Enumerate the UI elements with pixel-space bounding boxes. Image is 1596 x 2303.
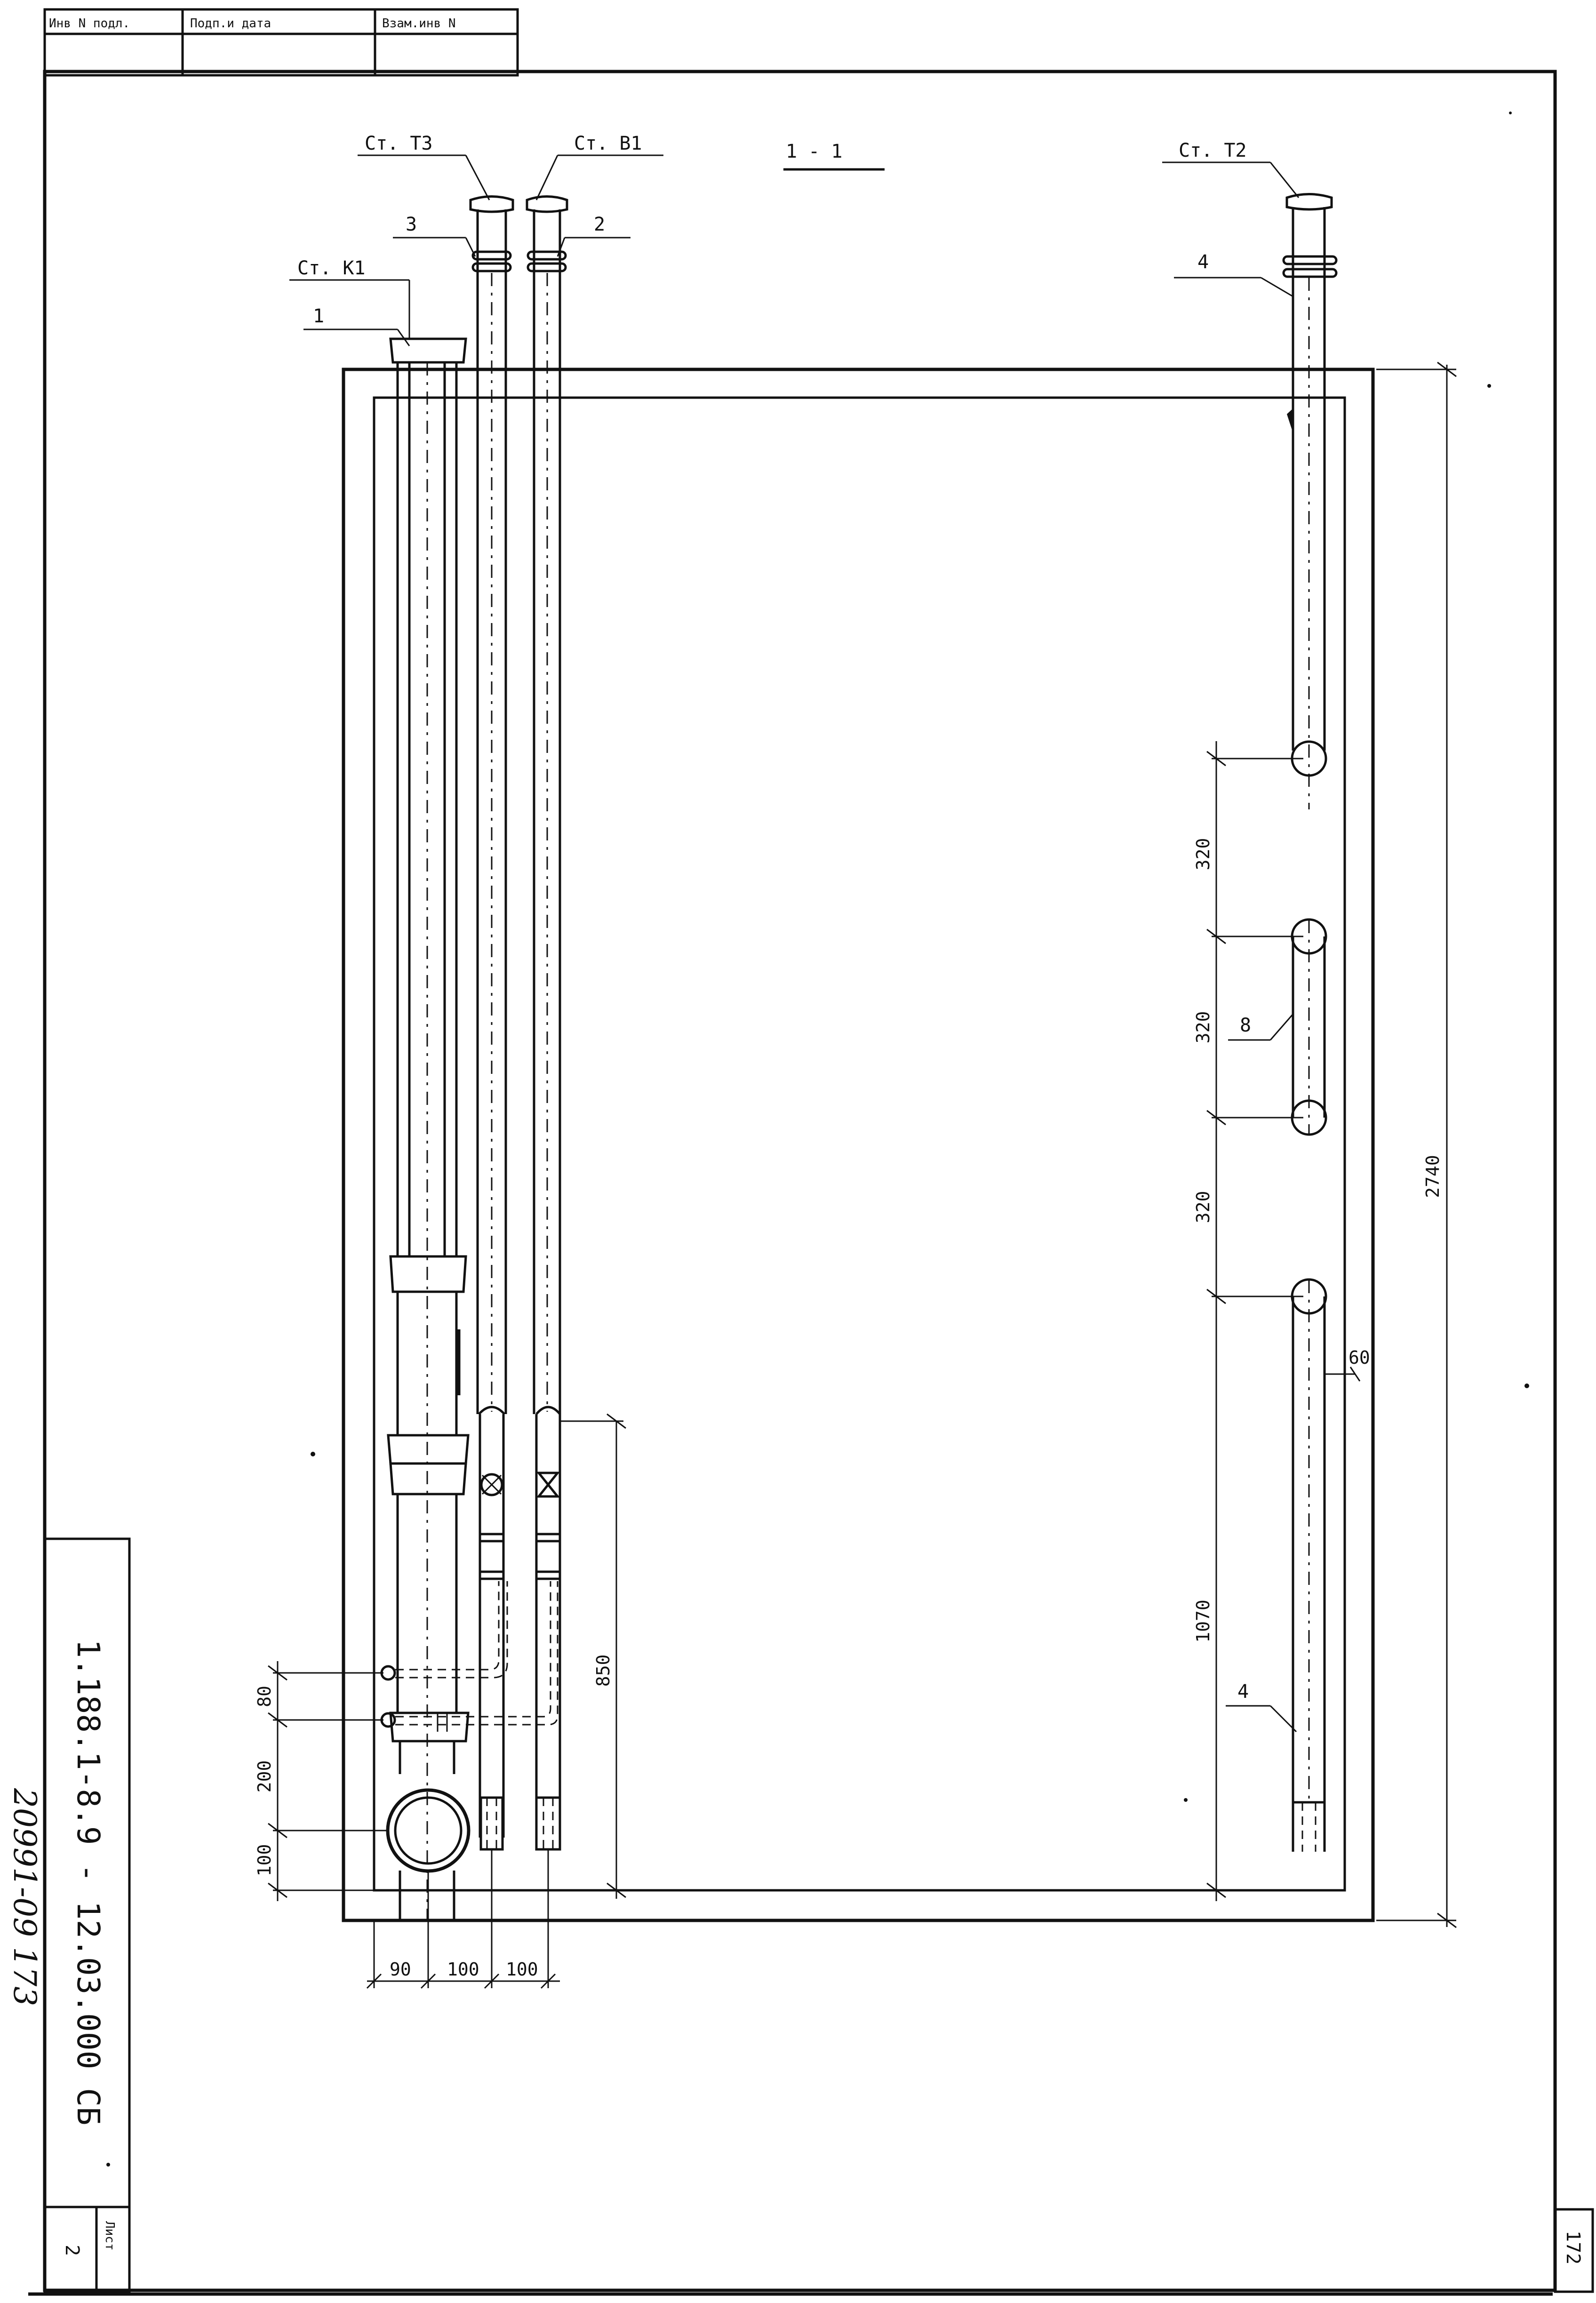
scan-specks [106, 112, 1529, 2167]
stamp-header-sign: Подп.и дата [190, 16, 271, 31]
riser-v1 [526, 195, 568, 1851]
dim-320-top: 320 [1193, 838, 1213, 871]
callout-pos-4-top: 4 [1197, 251, 1209, 273]
callout-st-t2: Ст. Т2 [1179, 140, 1247, 161]
pipe-8 [1291, 918, 1327, 1136]
dimension-chain-right: 320 320 320 1070 60 [1193, 741, 1370, 1901]
approval-stamp: Инв N подл. Подп.и дата Взам.инв N [43, 8, 519, 77]
stamp-header-inv: Инв N подл. [49, 16, 130, 31]
dim-200: 200 [254, 1760, 275, 1793]
callout-pos-3: 3 [406, 214, 417, 235]
dimension-chain-left: 80 200 100 [254, 1661, 1223, 1901]
dim-850: 850 [593, 1655, 614, 1687]
dim-60: 60 [1349, 1347, 1370, 1368]
dim-1070: 1070 [1193, 1599, 1213, 1643]
stamp-header-repl: Взам.инв N [382, 16, 456, 31]
album-note: 20991-09 173 [7, 1788, 43, 2006]
page-number-box: 172 [1554, 2208, 1594, 2293]
weld-mark [1287, 408, 1293, 433]
branch-lines [380, 1581, 559, 1732]
dim-100-b: 100 [506, 1959, 538, 1980]
dim-100-a: 100 [447, 1959, 479, 1980]
riser-k1 [386, 337, 471, 1920]
dim-320-mid: 320 [1193, 1011, 1213, 1044]
callout-st-t3: Ст. Т3 [365, 133, 433, 154]
dimension-850: 850 [560, 1413, 626, 1899]
dim-90: 90 [390, 1959, 411, 1980]
drawing-code: 1.188.1-8.9 - 12.03.000 СБ [70, 1639, 106, 2125]
sheet-number: 2 [61, 2245, 83, 2256]
callout-st-k1: Ст. К1 [297, 257, 366, 279]
callout-pos-8: 8 [1240, 1015, 1251, 1036]
dim-2740: 2740 [1422, 1155, 1443, 1198]
dim-320-low: 320 [1193, 1191, 1213, 1223]
callouts: Ст. Т3 Ст. В1 3 2 Ст. К1 1 Ст. Т2 4 8 [289, 133, 1300, 1733]
pipe-4-lower [1291, 1278, 1327, 1852]
riser-t2 [1282, 193, 1338, 809]
dim-100-vertical: 100 [254, 1844, 275, 1877]
title-block: 1.188.1-8.9 - 12.03.000 СБ Лист 2 [43, 1537, 131, 2293]
section-title: 1 - 1 [786, 141, 842, 162]
callout-pos-2: 2 [594, 214, 605, 235]
callout-st-v1: Ст. В1 [574, 133, 642, 154]
well-walls [342, 368, 1375, 1922]
callout-pos-1: 1 [313, 305, 324, 327]
drawing-frame [43, 70, 1557, 2292]
page-number: 172 [1562, 2231, 1584, 2264]
dimension-chain-bottom: 90 100 100 [366, 1849, 560, 1989]
riser-t3 [469, 195, 514, 1851]
sheet-label: Лист [103, 2221, 117, 2251]
dimension-2740: 2740 [1376, 361, 1457, 1928]
callout-pos-4-bottom: 4 [1237, 1681, 1249, 1703]
dim-80: 80 [254, 1686, 275, 1707]
